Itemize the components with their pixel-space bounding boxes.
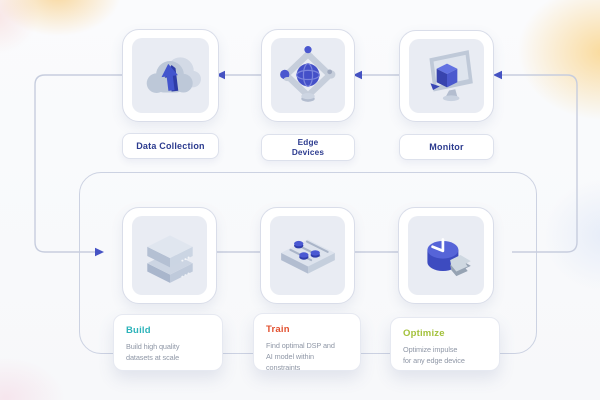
monitor-cube-icon [428,50,473,102]
train-tile [270,216,345,295]
monitor-tile [409,39,484,113]
optimize-card [398,207,494,304]
connector-monitor-to-edge [353,70,399,80]
build-description: Build high quality datasets at scale [126,342,180,362]
monitor-label-box: Monitor [399,134,494,160]
edge-devices-label-box: Edge Devices [261,134,355,161]
edge-devices-tile [271,38,345,113]
data-collection-label: Data Collection [136,140,205,151]
monitor-card [399,30,494,122]
train-card [260,207,355,304]
optimize-description: Optimize impulse for any edge device [403,345,465,365]
train-text-card: Train Find optimal DSP and AI model with… [253,313,361,372]
build-text-card: Build Build high quality datasets at sca… [113,314,223,371]
optimize-text-card: Optimize Optimize impulse for any edge d… [390,317,500,371]
data-collection-tile [132,38,209,113]
cloud-upload-icon [146,56,201,93]
connector-edge-to-data [216,70,261,80]
server-stack-icon [146,234,193,283]
timer-gauge-icon [427,237,471,276]
build-tile [132,216,207,295]
edge-devices-label: Edge Devices [291,138,325,157]
train-title: Train [266,324,290,335]
edge-devices-card [261,29,355,122]
monitor-label: Monitor [429,141,464,152]
data-collection-label-box: Data Collection [122,133,219,159]
optimize-tile [408,216,484,295]
optimize-title: Optimize [403,328,445,339]
arrow-left-icon [493,70,502,80]
build-card [122,207,217,304]
train-description: Find optimal DSP and AI model within con… [266,341,335,372]
build-title: Build [126,325,151,336]
data-collection-card [122,29,219,122]
edge-network-icon [280,45,336,102]
sliders-icon [280,238,335,274]
